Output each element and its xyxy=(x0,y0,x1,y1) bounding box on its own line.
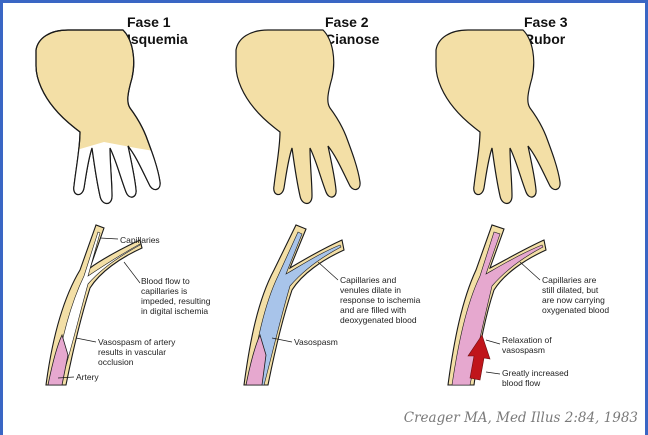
label-cap-dilate-2: venules dilate in xyxy=(340,285,401,295)
label-increased-flow-2: blood flow xyxy=(502,378,541,388)
label-cap-dilate-3: response to ischemia xyxy=(340,295,421,305)
label-cap-oxygen-4: oxygenated blood xyxy=(542,305,609,315)
labels-phase-1: Capillaries Blood flow to capillaries is… xyxy=(76,235,211,382)
label-capillaries: Capillaries xyxy=(120,235,160,245)
vessel-phase-3 xyxy=(448,225,546,385)
label-blood-flow-4: in digital ischemia xyxy=(141,306,208,316)
label-cap-dilate-4: and are filled with xyxy=(340,305,406,315)
hand-phase-3 xyxy=(436,30,560,204)
label-artery: Artery xyxy=(76,372,99,382)
hand-phase-2 xyxy=(236,30,360,204)
label-blood-flow-2: capillaries is xyxy=(141,286,187,296)
label-cap-dilate-5: deoxygenated blood xyxy=(340,315,417,325)
label-cap-oxygen-2: still dilated, but xyxy=(542,285,599,295)
label-blood-flow-3: impeded, resulting xyxy=(141,296,211,306)
citation: Creager MA, Med Illus 2:84, 1983 xyxy=(404,410,638,426)
vessel-phase-2 xyxy=(244,225,344,385)
label-vasospasm-2: results in vascular xyxy=(98,347,166,357)
label-increased-flow-1: Greatly increased xyxy=(502,368,569,378)
label-cap-oxygen-3: are now carrying xyxy=(542,295,605,305)
label-cap-dilate-1: Capillaries and xyxy=(340,275,396,285)
label-relaxation-2: vasospasm xyxy=(502,345,545,355)
labels-phase-2: Capillaries and venules dilate in respon… xyxy=(294,275,421,347)
label-relaxation-1: Relaxation of xyxy=(502,335,552,345)
labels-phase-3: Capillaries are still dilated, but are n… xyxy=(502,275,609,388)
label-cap-oxygen-1: Capillaries are xyxy=(542,275,597,285)
label-blood-flow-1: Blood flow to xyxy=(141,276,190,286)
label-vasospasm-1: Vasospasm of artery xyxy=(98,337,176,347)
hand-phase-1 xyxy=(36,30,160,204)
label-vasospasm-p2: Vasospasm xyxy=(294,337,338,347)
label-vasospasm-3: occlusion xyxy=(98,357,134,367)
